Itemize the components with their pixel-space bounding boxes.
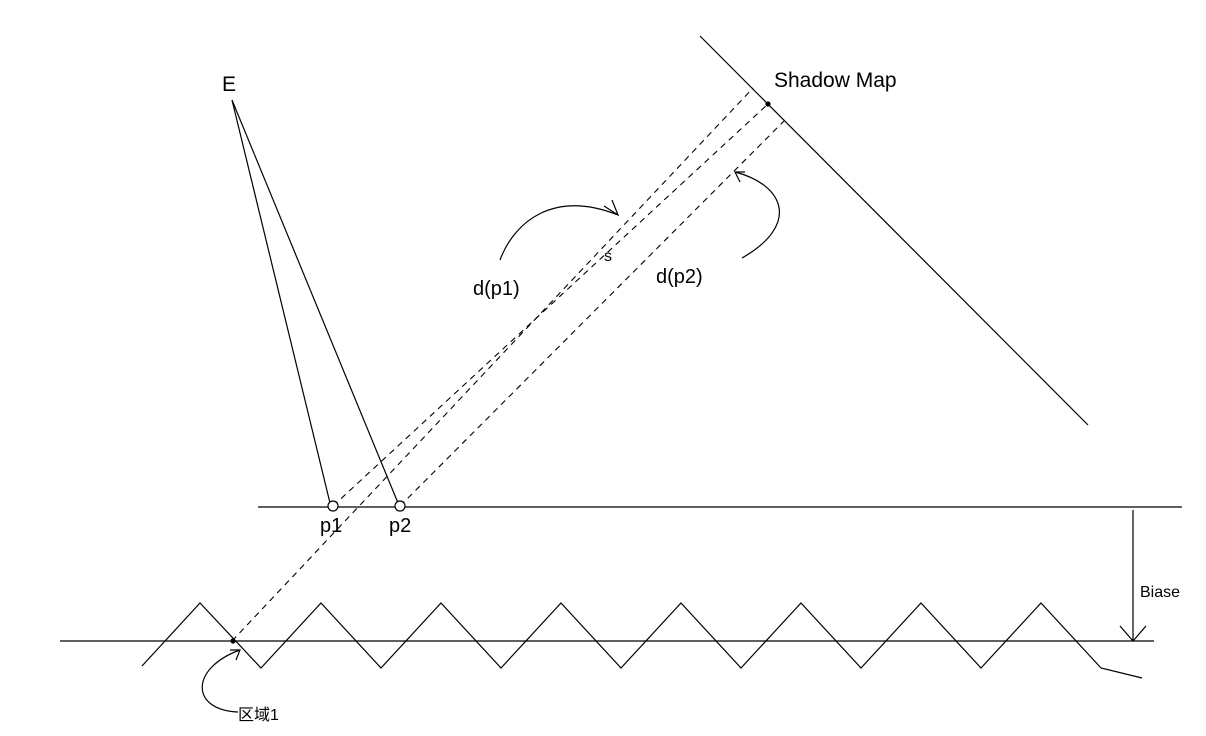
light-ray-lower [399, 120, 785, 507]
eye-ray-p1 [231, 99, 331, 504]
p2-label: p2 [389, 515, 411, 537]
bias-arrow-head [1119, 625, 1147, 642]
d-p1-label: d(p1) [473, 278, 520, 300]
d-p2-curve-arrow [734, 171, 780, 259]
region1-label: 区域1 [238, 706, 279, 724]
shadow-map-label: Shadow Map [774, 69, 897, 92]
sample-point-p1 [327, 500, 339, 512]
p1-label: p1 [320, 515, 342, 537]
light-ray-middle [332, 103, 769, 507]
d-p1-arrow-head [603, 199, 620, 217]
light-ray-upper [231, 87, 754, 642]
region1-arrow-head [230, 649, 241, 661]
s-label: s [604, 248, 612, 265]
d-p1-curve-arrow [499, 205, 619, 261]
eye-ray-p2 [231, 99, 399, 504]
shadow-map-plane [699, 35, 1089, 426]
d-p2-arrow-head [734, 171, 745, 183]
biase-label: Biase [1140, 584, 1180, 601]
d-p2-label: d(p2) [656, 266, 703, 288]
region1-curve-arrow [201, 649, 241, 713]
shadow-map-texel-dot [765, 101, 771, 107]
eye-label: E [222, 73, 236, 96]
region1-dot [230, 638, 236, 644]
sample-point-p2 [394, 500, 406, 512]
zigzag-depth-line [141, 602, 1143, 679]
